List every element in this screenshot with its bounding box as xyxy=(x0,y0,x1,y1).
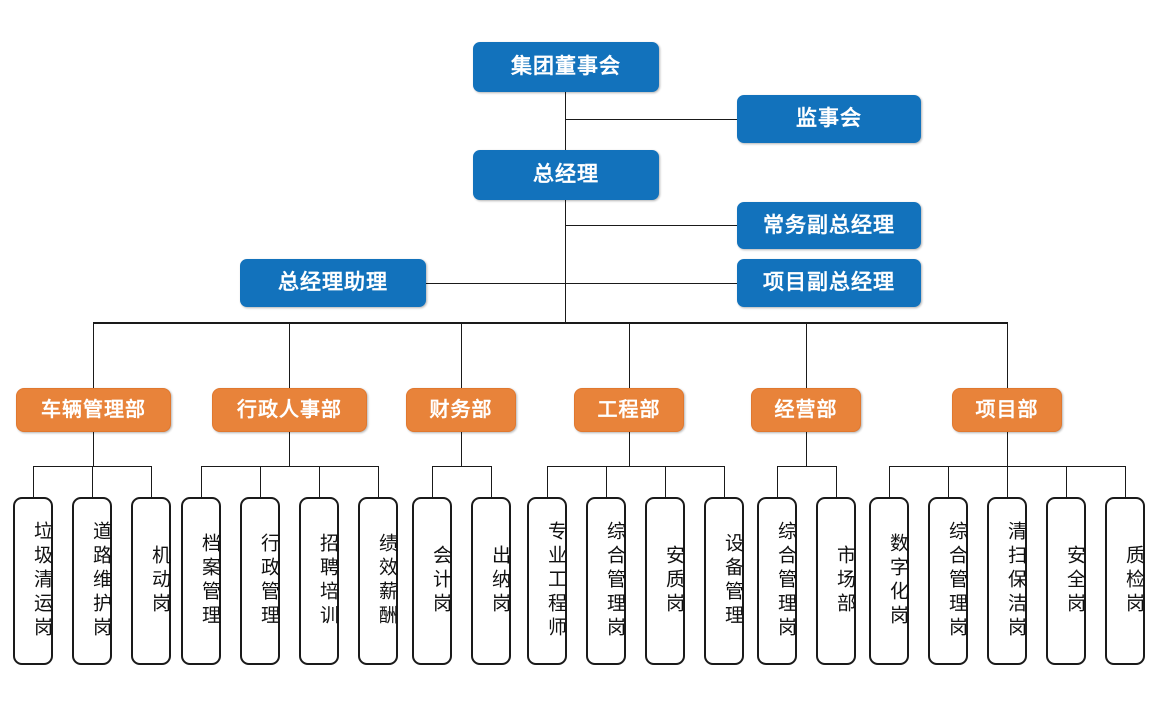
connector-dept-0-leaf-0 xyxy=(33,466,34,497)
connector-dept-3-leaf-1 xyxy=(606,466,607,497)
node-department-operations[interactable]: 经营部 xyxy=(751,388,861,432)
node-position-operations-general-management[interactable]: 综合管理岗 xyxy=(757,497,797,665)
node-department-finance[interactable]: 财务部 xyxy=(406,388,516,432)
node-position-project-general-management[interactable]: 综合管理岗 xyxy=(928,497,968,665)
node-position-administrative-management[interactable]: 行政管理 xyxy=(240,497,280,665)
connector-dept-4-leaf-0 xyxy=(777,466,778,497)
connector-dept-0-stem xyxy=(93,432,94,467)
connector-dept-2-leaf-1 xyxy=(491,466,492,497)
connector-dept-1-leaf-3 xyxy=(378,466,379,497)
node-executive-deputy-gm[interactable]: 常务副总经理 xyxy=(737,202,921,249)
node-position-road-maintenance[interactable]: 道路维护岗 xyxy=(72,497,112,665)
node-gm-assistant[interactable]: 总经理助理 xyxy=(240,259,426,307)
connector-gm-to-project-deputy xyxy=(565,283,737,284)
connector-gm-to-exec-deputy xyxy=(565,225,737,226)
connector-dept-5-leaf-3 xyxy=(1066,466,1067,497)
node-position-mobile-duty[interactable]: 机动岗 xyxy=(131,497,171,665)
connector-dept-0-leaf-2 xyxy=(151,466,152,497)
node-department-admin-hr[interactable]: 行政人事部 xyxy=(212,388,367,432)
connector-bus-to-dept-0 xyxy=(93,322,94,388)
connector-dept-1-leaf-2 xyxy=(319,466,320,497)
connector-dept-5-leaf-4 xyxy=(1125,466,1126,497)
connector-dept-5-leaf-2 xyxy=(1007,466,1008,497)
connector-dept-3-leaf-2 xyxy=(665,466,666,497)
connector-bus-to-dept-5 xyxy=(1007,322,1008,388)
connector-board-to-gm xyxy=(565,91,566,150)
main-department-bus xyxy=(93,322,1008,324)
node-project-deputy-gm[interactable]: 项目副总经理 xyxy=(737,259,921,307)
node-department-engineering[interactable]: 工程部 xyxy=(574,388,684,432)
connector-dept-5-leaf-1 xyxy=(948,466,949,497)
node-position-safety[interactable]: 安全岗 xyxy=(1046,497,1086,665)
connector-board-to-supervisory xyxy=(565,119,737,120)
node-position-digitalization[interactable]: 数字化岗 xyxy=(869,497,909,665)
connector-dept-4-stem xyxy=(806,432,807,467)
node-position-engineering-general-management[interactable]: 综合管理岗 xyxy=(586,497,626,665)
node-board-of-directors[interactable]: 集团董事会 xyxy=(473,42,659,92)
node-position-archive-management[interactable]: 档案管理 xyxy=(181,497,221,665)
node-position-marketing[interactable]: 市场部 xyxy=(816,497,856,665)
node-position-equipment-management[interactable]: 设备管理 xyxy=(704,497,744,665)
connector-bus-to-dept-3 xyxy=(629,322,630,388)
node-position-performance-compensation[interactable]: 绩效薪酬 xyxy=(358,497,398,665)
connector-gm-to-assistant xyxy=(425,283,565,284)
connector-dept-4-leaf-1 xyxy=(836,466,837,497)
node-position-professional-engineer[interactable]: 专业工程师 xyxy=(527,497,567,665)
connector-dept-1-leaf-0 xyxy=(201,466,202,497)
connector-bus-to-dept-1 xyxy=(289,322,290,388)
connector-dept-2-leaf-0 xyxy=(432,466,433,497)
connector-dept-5-stem xyxy=(1007,432,1008,467)
node-position-cleaning-sanitation[interactable]: 清扫保洁岗 xyxy=(987,497,1027,665)
connector-bus-to-dept-2 xyxy=(461,322,462,388)
connector-bus-to-dept-4 xyxy=(806,322,807,388)
connector-dept-2-stem xyxy=(461,432,462,467)
connector-dept-0-leaf-1 xyxy=(92,466,93,497)
node-position-recruitment-training[interactable]: 招聘培训 xyxy=(299,497,339,665)
connector-dept-1-stem xyxy=(289,432,290,467)
connector-dept-4-bus xyxy=(777,466,836,467)
node-position-quality-inspection[interactable]: 质检岗 xyxy=(1105,497,1145,665)
node-position-cashier[interactable]: 出纳岗 xyxy=(471,497,511,665)
connector-dept-2-bus xyxy=(432,466,491,467)
connector-dept-3-stem xyxy=(629,432,630,467)
node-position-accounting[interactable]: 会计岗 xyxy=(412,497,452,665)
connector-gm-trunk xyxy=(565,199,566,323)
node-supervisory-board[interactable]: 监事会 xyxy=(737,95,921,143)
connector-dept-3-bus xyxy=(547,466,724,467)
node-position-safety-quality[interactable]: 安质岗 xyxy=(645,497,685,665)
node-position-waste-removal[interactable]: 垃圾清运岗 xyxy=(13,497,53,665)
node-department-vehicle-management[interactable]: 车辆管理部 xyxy=(16,388,171,432)
connector-dept-1-bus xyxy=(201,466,378,467)
connector-dept-5-leaf-0 xyxy=(889,466,890,497)
connector-dept-1-leaf-1 xyxy=(260,466,261,497)
node-department-project[interactable]: 项目部 xyxy=(952,388,1062,432)
connector-dept-3-leaf-3 xyxy=(724,466,725,497)
connector-dept-3-leaf-0 xyxy=(547,466,548,497)
node-general-manager[interactable]: 总经理 xyxy=(473,150,659,200)
